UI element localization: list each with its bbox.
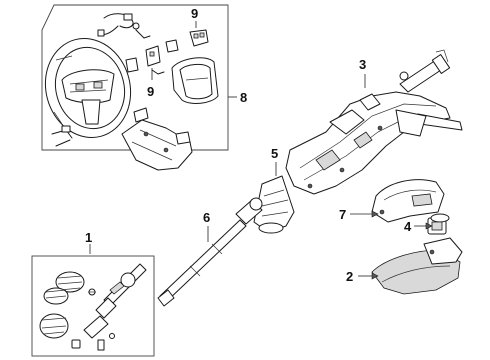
callout-5: 5 xyxy=(271,146,278,161)
callout-2: 2 xyxy=(346,269,353,284)
lower-column-shroud: 2 xyxy=(346,237,463,295)
lower-shaft-kit-group: 1 xyxy=(31,230,155,357)
callout-3: 3 xyxy=(359,57,366,72)
callout-8: 8 xyxy=(240,90,247,105)
shaft-boot-upper xyxy=(43,271,85,305)
column-boot-seal: 5 xyxy=(253,146,295,234)
wheel-wiring-harness xyxy=(97,13,151,39)
lower-shaft-u-joint xyxy=(83,263,147,339)
shaft-kit-frame xyxy=(31,255,155,357)
shaft-small-parts xyxy=(71,333,115,351)
callout-6: 6 xyxy=(203,210,210,225)
callout-4: 4 xyxy=(404,219,412,234)
wheel-group-frame xyxy=(41,4,229,151)
steering-wheel-assembly-group: 8 9 9 xyxy=(41,4,247,171)
callout-9a: 9 xyxy=(191,6,198,21)
column-switch-module: 4 xyxy=(404,213,450,235)
steering-column-assembly: 3 xyxy=(285,49,463,195)
wheel-connector xyxy=(51,125,73,147)
upper-column-shroud: 7 xyxy=(339,179,445,223)
shaft-boot-lower xyxy=(39,313,69,339)
airbag-module xyxy=(171,57,219,104)
wheel-switch-modules xyxy=(125,29,209,75)
upper-steering-shaft xyxy=(399,49,451,93)
steering-wheel xyxy=(44,37,132,139)
wheel-lower-trim xyxy=(121,107,193,171)
tilt-lever xyxy=(395,109,463,137)
callout-1: 1 xyxy=(85,230,92,245)
callout-7: 7 xyxy=(339,207,346,222)
intermediate-shaft: 6 xyxy=(157,197,263,307)
callout-9b: 9 xyxy=(147,84,154,99)
